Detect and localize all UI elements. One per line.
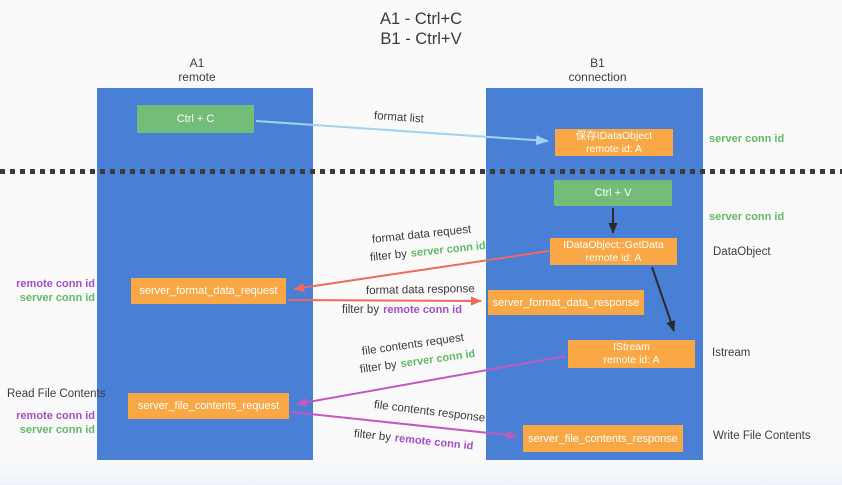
istream-line2: remote id: A — [603, 354, 660, 366]
left-conn-id-labels-format: remote conn id server conn id — [15, 277, 95, 305]
format-data-response-label: format data response — [365, 283, 475, 297]
format-list-label: format list — [373, 110, 425, 126]
filter-value-server-conn-id: server conn id — [399, 347, 476, 371]
server-format-data-response-node: server_format_data_response — [488, 290, 644, 315]
dotted-separator-line — [0, 169, 842, 174]
server-format-data-response-label: server_format_data_response — [492, 296, 640, 309]
diagram-title: A1 - Ctrl+C B1 - Ctrl+V — [0, 9, 842, 49]
title-line-1: A1 - Ctrl+C — [379, 10, 463, 28]
b1-name: B1 — [590, 56, 605, 70]
server-file-contents-request-label: server_file_contents_request — [137, 400, 280, 412]
getdata-line1: IDataObject::GetData — [563, 238, 664, 251]
filter-value-remote-conn-id: remote conn id — [383, 304, 462, 316]
save-dataobject-line2: remote id: A — [585, 142, 643, 155]
file-contents-response-label: file contents response — [373, 399, 486, 425]
filter-value-server-conn-id: server conn id — [410, 239, 487, 260]
istream-side-label: Istream — [712, 347, 751, 359]
column-header-b1: B1 connection — [489, 56, 706, 84]
filter-prefix: filter by — [359, 358, 398, 376]
column-header-a1: A1 remote — [89, 56, 305, 84]
filter-prefix: filter by — [353, 428, 392, 444]
server-conn-id-label: server conn id — [19, 424, 95, 436]
ctrl-c-label: Ctrl + C — [176, 113, 215, 125]
server-format-data-request-node: server_format_data_request — [131, 278, 286, 304]
dataobject-label: DataObject — [713, 246, 771, 258]
filter-value-remote-conn-id: remote conn id — [394, 432, 474, 453]
b1-subtitle: connection — [568, 70, 627, 84]
server-file-contents-response-node: server_file_contents_response — [523, 425, 683, 452]
write-file-contents-label: Write File Contents — [713, 430, 811, 442]
server-format-data-request-label: server_format_data_request — [139, 285, 278, 297]
title-line-2: B1 - Ctrl+V — [380, 30, 462, 48]
save-dataobject-line1: 保存IDataObject — [575, 129, 653, 142]
format-data-response-arrow — [287, 296, 482, 306]
ctrl-v-label: Ctrl + V — [594, 187, 632, 199]
server-file-contents-response-label: server_file_contents_response — [528, 432, 678, 445]
getdata-node: IDataObject::GetData remote id: A — [550, 238, 677, 265]
save-dataobject-node: 保存IDataObject remote id: A — [555, 129, 673, 156]
a1-name: A1 — [189, 56, 205, 70]
a1-subtitle: remote — [178, 70, 216, 84]
getdata-line2: remote id: A — [585, 251, 642, 264]
left-conn-id-labels-file: remote conn id server conn id — [15, 409, 95, 437]
filter-prefix: filter by — [369, 248, 408, 264]
server-conn-id-label: server conn id — [19, 292, 95, 304]
ctrl-c-node: Ctrl + C — [137, 105, 254, 133]
istream-line1: IStream — [613, 341, 650, 353]
read-file-contents-label: Read File Contents — [7, 388, 106, 400]
server-file-contents-request-node: server_file_contents_request — [128, 393, 289, 419]
istream-node: IStream remote id: A — [568, 340, 695, 368]
ctrl-v-node: Ctrl + V — [554, 180, 672, 206]
remote-conn-id-label: remote conn id — [16, 278, 95, 290]
server-conn-id-label-mid: server conn id — [709, 211, 785, 223]
filter-prefix: filter by — [342, 304, 380, 316]
remote-conn-id-label: remote conn id — [16, 410, 95, 422]
server-conn-id-label-top: server conn id — [709, 133, 785, 145]
